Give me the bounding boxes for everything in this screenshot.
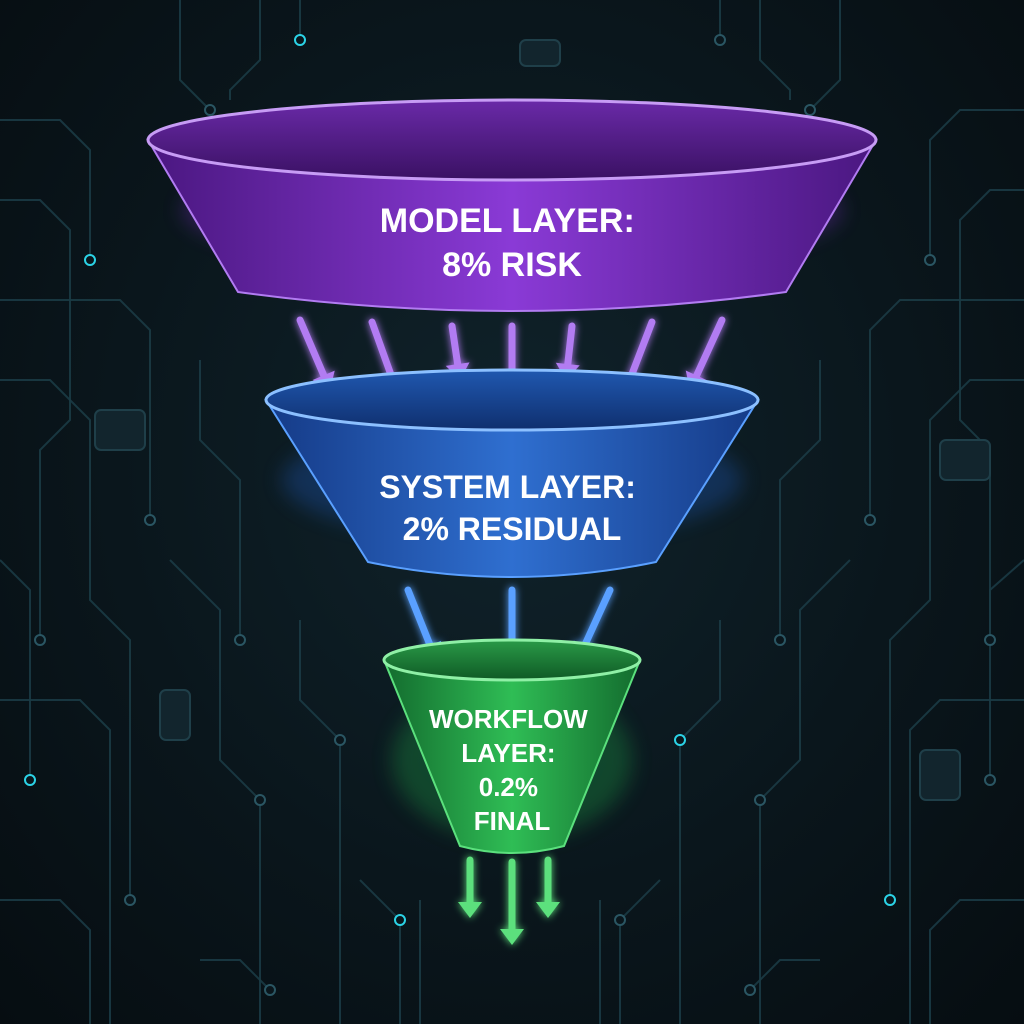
flow-arrow <box>500 858 524 945</box>
model-layer-label: MODEL LAYER: 8% RISK <box>380 202 645 284</box>
flow-arrow <box>458 856 482 918</box>
workflow-layer-funnel: WORKFLOW LAYER: 0.2% FINAL <box>382 638 642 854</box>
arrows-output <box>458 856 560 945</box>
workflow-layer-label: WORKFLOW LAYER: 0.2% FINAL <box>429 704 595 836</box>
flow-arrow <box>536 856 560 918</box>
model-layer-funnel: MODEL LAYER: 8% RISK <box>146 98 878 312</box>
system-layer-label: SYSTEM LAYER: 2% RESIDUAL <box>379 469 645 547</box>
system-layer-funnel: SYSTEM LAYER: 2% RESIDUAL <box>264 368 760 578</box>
